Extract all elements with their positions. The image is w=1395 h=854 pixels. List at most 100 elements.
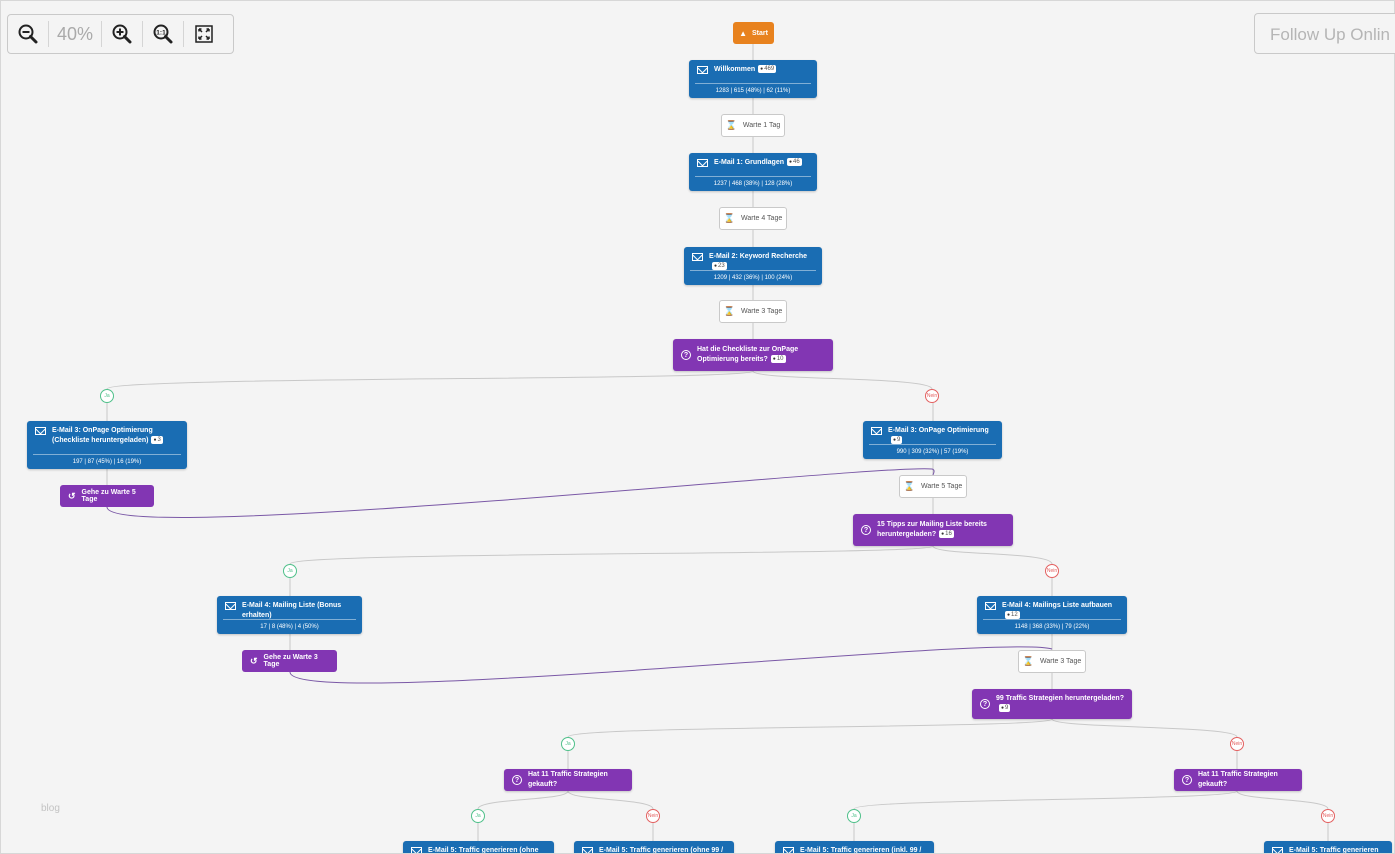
question-icon: ? [681,350,691,360]
contact-count-badge: 3 [151,436,163,444]
branch-connector [477,790,569,810]
condition-title: Hat die Checkliste zur OnPage Optimierun… [697,346,799,363]
branch-connector [567,718,1053,738]
zoom-reset-button[interactable]: 1:1 [143,14,183,54]
wait-label: Warte 1 Tag [742,122,781,129]
hourglass-icon: ⌛ [723,213,735,223]
mail-icon [697,66,708,74]
condition-node-gekauft-b[interactable]: ? Hat 11 Traffic Strategien gekauft? [1174,769,1302,791]
fit-to-screen-button[interactable] [184,14,224,54]
contact-count-badge: 469 [758,65,777,73]
zoom-out-button[interactable] [8,14,48,54]
email-stats: 1283 | 615 (48%) | 62 (11%) [695,83,811,95]
blog-watermark: blog [41,803,60,814]
mail-icon [35,427,46,435]
branch-yes-3[interactable]: Ja [561,737,575,751]
branch-connector [1051,718,1238,738]
email-stats: 17 | 8 (48%) | 4 (50%) [223,619,356,631]
email-node-5-a[interactable]: E-Mail 5: Traffic generieren (ohne 99 / … [403,841,554,854]
condition-title: Hat 11 Traffic Strategien gekauft? [1198,771,1278,788]
branch-no-5[interactable]: Nein [1321,809,1335,823]
zoom-toolbar: 40% 1:1 [7,14,234,54]
contact-count-badge: 9 [891,436,903,444]
branch-no-4[interactable]: Nein [646,809,660,823]
email-node-4-aufbauen[interactable]: E-Mail 4: Mailings Liste aufbauen 12 1148… [977,596,1127,634]
email-title: E-Mail 4: Mailings Liste aufbauen [1002,602,1113,609]
email-title: E-Mail 5: Traffic generieren (ohne 99 / … [428,847,539,854]
start-label: Start [751,29,768,37]
contact-count-badge: 10 [770,355,786,363]
wait-node-3[interactable]: ⌛Warte 3 Tage [719,300,787,323]
email-stats: 990 | 309 (32%) | 57 (19%) [869,444,996,456]
condition-node-gekauft-a[interactable]: ? Hat 11 Traffic Strategien gekauft? [504,769,632,791]
email-node-5-d[interactable]: E-Mail 5: Traffic generieren [1264,841,1392,854]
email-title: E-Mail 4: Mailing Liste (Bonus erhalten) [242,602,342,619]
email-node-3-checkliste[interactable]: E-Mail 3: OnPage Optimierung (Checkliste… [27,421,187,469]
goto-node-1[interactable]: ↺Gehe zu Warte 5 Tage [60,485,154,507]
toolbar-divider [183,21,184,47]
wait-node-5[interactable]: ⌛ Warte 3 Tage [1018,650,1086,673]
loop-icon: ↺ [250,655,258,666]
toolbar-divider [142,21,143,47]
email-title: E-Mail 3: OnPage Optimierung (Checkliste… [52,427,153,444]
mail-icon [985,602,996,610]
email-stats: 1148 | 368 (33%) | 79 (22%) [983,619,1121,631]
start-node[interactable]: ▲ Start [733,22,774,44]
condition-node-checkliste[interactable]: ? Hat die Checkliste zur OnPage Optimier… [673,339,833,371]
hourglass-icon: ⌛ [903,481,915,491]
branch-connector [106,370,754,390]
branch-connector [932,545,1053,565]
condition-node-mailing-liste[interactable]: ? 15 Tipps zur Mailing Liste bereits her… [853,514,1013,546]
mail-icon [783,847,794,853]
goto-connector [106,468,935,518]
mail-icon [582,847,593,853]
hourglass-icon: ⌛ [725,120,737,130]
email-title: E-Mail 3: OnPage Optimierung [888,427,989,434]
zoom-in-icon [112,24,132,44]
email-node-5-c[interactable]: E-Mail 5: Traffic generieren (inkl. 99 /… [775,841,934,854]
zoom-in-button[interactable] [102,14,142,54]
email-node-1[interactable]: E-Mail 1: Grundlagen46 1237 | 468 (38%) … [689,153,817,191]
email-title: E-Mail 5: Traffic generieren (inkl. 99 /… [800,847,922,854]
wait-node-4[interactable]: ⌛Warte 5 Tage [899,475,967,498]
loop-icon: ↺ [68,490,76,501]
email-title: E-Mail 2: Keyword Recherche [709,253,808,260]
svg-text:1:1: 1:1 [156,30,166,37]
wait-label: Warte 3 Tage [740,308,783,315]
mail-icon [871,427,882,435]
wait-label: Warte 4 Tage [740,215,783,222]
branch-no-1[interactable]: Nein [925,389,939,403]
fit-to-screen-icon [195,25,213,43]
follow-up-button[interactable]: Follow Up Onlin [1254,13,1395,54]
branch-yes-5[interactable]: Ja [847,809,861,823]
toolbar-divider [48,21,49,47]
branch-connector [289,545,934,565]
hourglass-icon: ⌛ [1022,656,1034,666]
email-node-5-b[interactable]: E-Mail 5: Traffic generieren (ohne 99 / … [574,841,734,853]
email-node-2[interactable]: E-Mail 2: Keyword Recherche23 1209 | 432… [684,247,822,285]
condition-title: 15 Tipps zur Mailing Liste bereits herun… [877,521,987,538]
goto-node-2[interactable]: ↺Gehe zu Warte 3 Tage [242,650,337,672]
wait-label: Warte 3 Tage [1039,658,1082,665]
email-title: E-Mail 5: Traffic generieren [1289,847,1379,854]
toolbar-divider [101,21,102,47]
email-node-4-bonus[interactable]: E-Mail 4: Mailing Liste (Bonus erhalten)… [217,596,362,634]
zoom-level: 40% [56,23,94,44]
branch-yes-1[interactable]: Ja [100,389,114,403]
wait-node-2[interactable]: ⌛ Warte 4 Tage [719,207,787,230]
branch-no-2[interactable]: Nein [1045,564,1059,578]
contact-count-badge: 12 [1005,611,1020,619]
wait-node-1[interactable]: ⌛ Warte 1 Tag [721,114,785,137]
contact-count-badge: 9 [999,704,1011,712]
branch-connector [752,370,933,390]
branch-yes-4[interactable]: Ja [471,809,485,823]
condition-node-traffic-strategien[interactable]: ? 99 Traffic Strategien heruntergeladen?… [972,689,1132,719]
branch-no-3[interactable]: Nein [1230,737,1244,751]
branch-yes-2[interactable]: Ja [283,564,297,578]
question-icon: ? [1182,775,1192,785]
email-node-willkommen[interactable]: Willkommen469 1283 | 615 (48%) | 62 (11%… [689,60,817,98]
email-title: E-Mail 1: Grundlagen [714,159,785,166]
email-node-3-onpage[interactable]: E-Mail 3: OnPage Optimierung 9 990 | 309 … [863,421,1002,459]
condition-title: 99 Traffic Strategien heruntergeladen? [996,695,1124,702]
